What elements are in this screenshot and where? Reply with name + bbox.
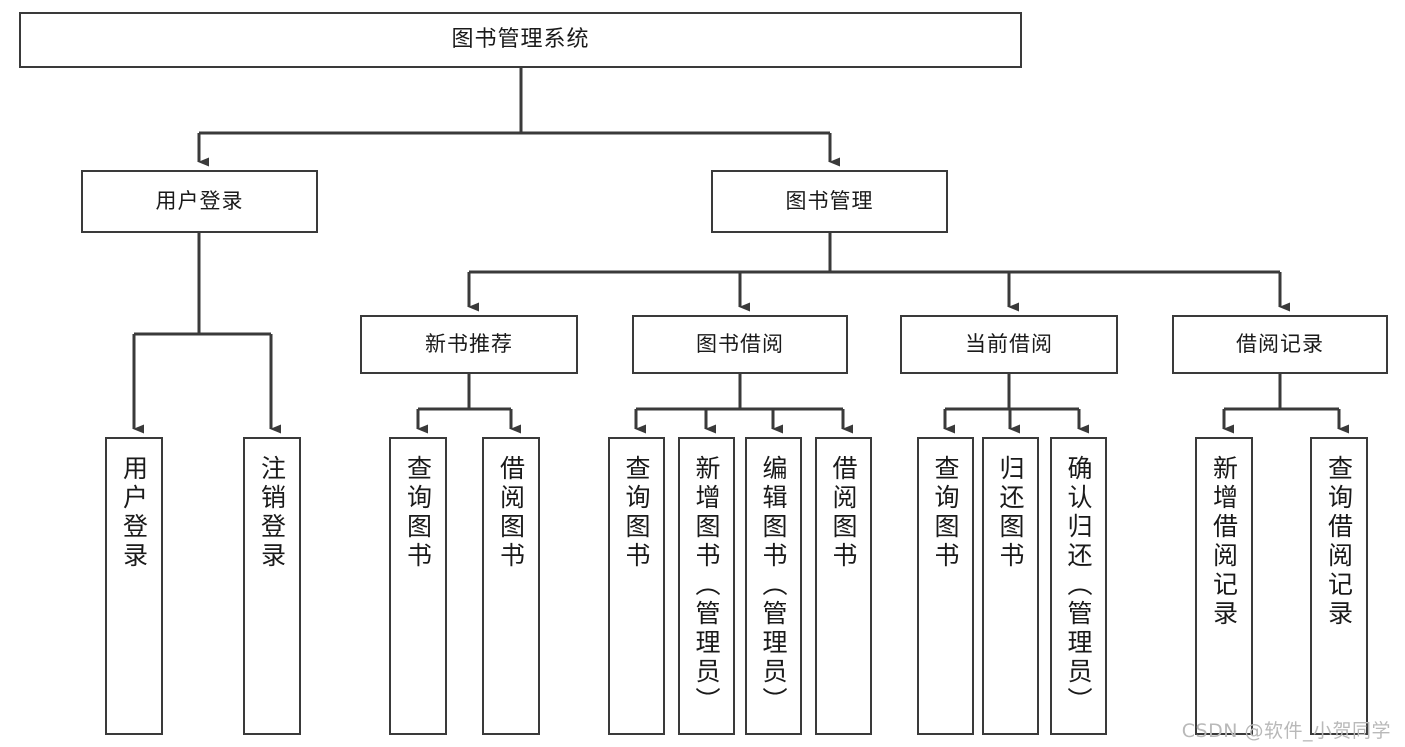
node-leaf-add-book[interactable]: 新增图书（管理员） [678, 437, 735, 735]
node-label: 注销登录 [257, 455, 287, 571]
watermark-text: CSDN @软件_小贺同学 [1181, 720, 1391, 742]
node-leaf-return-book[interactable]: 归还图书 [982, 437, 1039, 735]
node-leaf-confirm-return[interactable]: 确认归还（管理员） [1050, 437, 1107, 735]
node-label: 查询图书 [931, 455, 960, 571]
node-leaf-query-book-1[interactable]: 查询图书 [389, 437, 447, 735]
node-label: 用户登录 [119, 455, 149, 571]
node-new-book-recommend[interactable]: 新书推荐 [360, 315, 578, 374]
node-current-borrow[interactable]: 当前借阅 [900, 315, 1118, 374]
node-leaf-user-login[interactable]: 用户登录 [105, 437, 163, 735]
node-label: 查询图书 [403, 455, 433, 571]
node-label: 查询借阅记录 [1324, 455, 1354, 629]
node-leaf-user-logout[interactable]: 注销登录 [243, 437, 301, 735]
node-user-login[interactable]: 用户登录 [81, 170, 318, 233]
node-label: 图书管理 [785, 188, 874, 213]
node-leaf-query-book-3[interactable]: 查询图书 [917, 437, 974, 735]
node-label: 图书借阅 [696, 331, 784, 356]
node-leaf-borrow-book-2[interactable]: 借阅图书 [815, 437, 872, 735]
node-leaf-borrow-book-1[interactable]: 借阅图书 [482, 437, 540, 735]
node-book-borrow[interactable]: 图书借阅 [632, 315, 848, 374]
node-label: 借阅图书 [829, 455, 858, 571]
node-label: 新增借阅记录 [1209, 455, 1239, 629]
node-label: 确认归还（管理员） [1064, 455, 1093, 716]
node-label: 借阅图书 [496, 455, 526, 571]
node-label: 用户登录 [155, 188, 244, 213]
node-leaf-edit-book[interactable]: 编辑图书（管理员） [745, 437, 802, 735]
node-leaf-query-book-2[interactable]: 查询图书 [608, 437, 665, 735]
node-leaf-query-record[interactable]: 查询借阅记录 [1310, 437, 1368, 735]
node-label: 图书管理系统 [451, 26, 590, 52]
node-label: 借阅记录 [1236, 331, 1324, 356]
node-label: 查询图书 [622, 455, 651, 571]
node-leaf-add-record[interactable]: 新增借阅记录 [1195, 437, 1253, 735]
node-root-book-management-system[interactable]: 图书管理系统 [19, 12, 1022, 68]
node-label: 新书推荐 [425, 331, 513, 356]
node-label: 编辑图书（管理员） [759, 455, 788, 716]
node-label: 新增图书（管理员） [692, 455, 721, 716]
node-label: 当前借阅 [965, 331, 1053, 356]
node-label: 归还图书 [996, 455, 1025, 571]
node-book-manage[interactable]: 图书管理 [711, 170, 948, 233]
node-borrow-record[interactable]: 借阅记录 [1172, 315, 1388, 374]
